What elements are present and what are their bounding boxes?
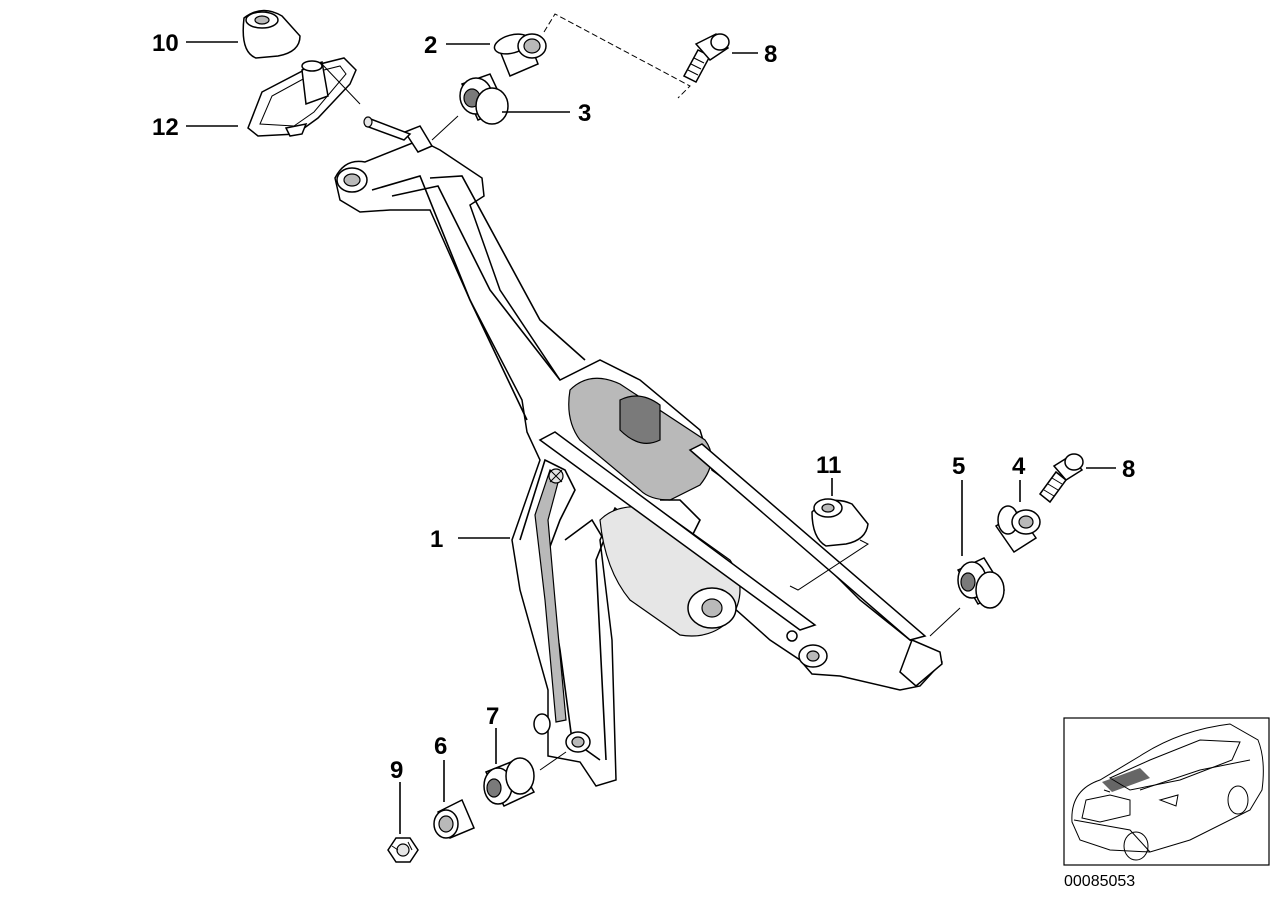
wiper-motor — [568, 377, 741, 637]
thumbnail-frame — [1063, 717, 1270, 866]
cap-part-10 — [242, 9, 301, 59]
document-number: 00085053 — [1064, 873, 1135, 890]
car-outline — [1071, 723, 1264, 861]
bushing-part-2 — [493, 33, 547, 77]
bolt-part-8-top — [682, 33, 730, 83]
callout-label: 1 — [430, 526, 443, 553]
grommet-part-7 — [483, 757, 536, 807]
dashed-assembly-lines — [319, 13, 961, 771]
grommet-part-3 — [459, 73, 509, 125]
cap-part-11 — [811, 498, 869, 547]
callout-label: 12 — [152, 114, 179, 141]
wiper-linkage-rod — [538, 431, 943, 687]
callout-label: 7 — [486, 703, 499, 730]
windshield-highlight — [1102, 768, 1150, 792]
callout-label: 8 — [764, 41, 777, 68]
vehicle-locator-thumbnail — [1063, 717, 1270, 866]
callout-label: 11 — [816, 452, 841, 479]
nut-part-9 — [387, 837, 419, 863]
bolt-part-8-right — [1038, 453, 1084, 504]
callout-label: 9 — [390, 757, 403, 784]
callout-label: 4 — [1012, 453, 1026, 480]
bushing-part-4 — [994, 505, 1041, 554]
callout-label: 6 — [434, 733, 447, 760]
callout-label: 10 — [152, 30, 179, 57]
callout-label: 2 — [424, 32, 437, 59]
callout-label: 3 — [578, 100, 591, 127]
bushing-part-6 — [433, 798, 475, 839]
grommet-part-5 — [956, 557, 1006, 609]
leader-lines — [186, 41, 1116, 834]
seal-plate-part-12 — [247, 57, 357, 137]
callout-label: 8 — [1122, 456, 1135, 483]
callout-label: 5 — [952, 453, 965, 480]
callout-labels: 10 12 2 3 8 1 11 5 4 8 7 6 9 — [152, 30, 1135, 784]
